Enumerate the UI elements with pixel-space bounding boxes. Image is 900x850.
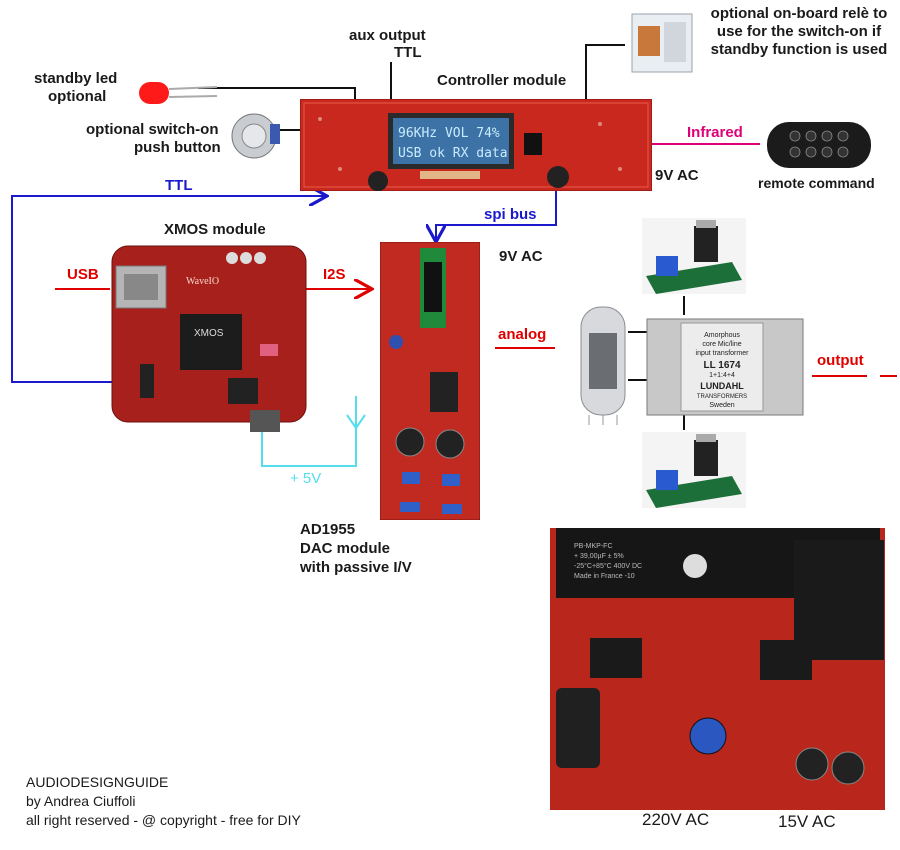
dac-label-2: DAC module [300, 540, 390, 557]
svg-text:input transformer: input transformer [696, 350, 750, 357]
standby-led-icon [139, 82, 218, 104]
xmos-module-board: XMOS WaveIO [111, 245, 307, 432]
ac-controller-label: 9V AC [655, 167, 699, 184]
led-leader [198, 87, 356, 100]
infrared-label: Infrared [687, 124, 743, 141]
vacuum-tube [580, 306, 626, 425]
ac-dac-label: 9V AC [499, 248, 543, 265]
dac-module-board [380, 242, 480, 520]
ac-15-label: 15V AC [778, 812, 836, 831]
lcd-line-1: 96KHz VOL 74% [398, 126, 500, 141]
controller-module-label: Controller module [437, 72, 567, 89]
regulator-board-top [642, 218, 746, 294]
output-label: output [817, 352, 864, 369]
five-volt-wire [261, 396, 357, 467]
ttl-top-label: TTL [394, 44, 422, 61]
standby-led-label-1: standby led [34, 70, 118, 87]
relay-label-3: standby function is used [710, 41, 888, 58]
power-supply-board: PB-MKP-FC + 39,00µF ± 5% -25°C+85°C 400V… [550, 528, 885, 810]
spi-bus-label: spi bus [484, 206, 537, 223]
aux-output-label: aux output [349, 27, 426, 44]
relay-label-2: use for the switch-on if [716, 23, 882, 40]
credit-line-3: all right reserved - @ copyright - free … [26, 812, 301, 828]
push-button-icon [231, 113, 280, 159]
svg-text:Sweden: Sweden [709, 402, 734, 409]
regulator-board-bottom [642, 432, 746, 508]
switch-on-label-2: push button [134, 139, 221, 156]
dac-label-1: AD1955 [300, 521, 356, 538]
relay-icon [631, 13, 693, 73]
relay-leader [585, 44, 625, 100]
plus-5v-label: + 5V [290, 470, 322, 487]
ttl-wire [11, 196, 325, 383]
credit-line-1: AUDIODESIGNGUIDE [26, 774, 169, 790]
usb-label: USB [67, 266, 99, 283]
svg-text:core Mic/line: core Mic/line [702, 341, 741, 348]
spi-bus-wire [436, 190, 557, 240]
switch-on-label-1: optional switch-on [86, 121, 219, 138]
ac-220-label: 220V AC [642, 810, 710, 829]
lundahl-transformer: Amorphous core Mic/line input transforme… [646, 318, 804, 416]
i2s-label: I2S [323, 266, 346, 283]
svg-text:PB-MKP-FC: PB-MKP-FC [574, 543, 613, 550]
analog-label: analog [498, 326, 547, 343]
lcd-line-2: USB ok RX data [398, 146, 508, 161]
wavelo-label: WaveIO [186, 276, 219, 287]
svg-text:Amorphous: Amorphous [704, 332, 740, 339]
xmos-module-label: XMOS module [164, 221, 266, 238]
credit-line-2: by Andrea Ciuffoli [26, 793, 136, 809]
remote-command-label: remote command [758, 175, 875, 191]
svg-text:Made in France -10: Made in France -10 [574, 573, 635, 580]
relay-label-1: optional on-board relè to [710, 5, 888, 22]
svg-text:LUNDAHL: LUNDAHL [700, 381, 744, 391]
svg-text:-25°C+85°C 400V DC: -25°C+85°C 400V DC [574, 562, 642, 570]
xmos-chip-label: XMOS [194, 328, 224, 339]
controller-module-board: 96KHz VOL 74% USB ok RX data [300, 99, 652, 191]
remote-command-icon [767, 122, 871, 168]
svg-text:TRANSFORMERS: TRANSFORMERS [697, 394, 747, 400]
dac-label-3: with passive I/V [300, 559, 412, 576]
svg-text:+ 39,00µF ± 5%: + 39,00µF ± 5% [574, 553, 624, 560]
svg-text:LL 1674: LL 1674 [703, 360, 740, 371]
standby-led-label-2: optional [48, 88, 107, 105]
svg-text:1+1:4+4: 1+1:4+4 [709, 372, 735, 379]
ttl-left-label: TTL [165, 177, 193, 194]
